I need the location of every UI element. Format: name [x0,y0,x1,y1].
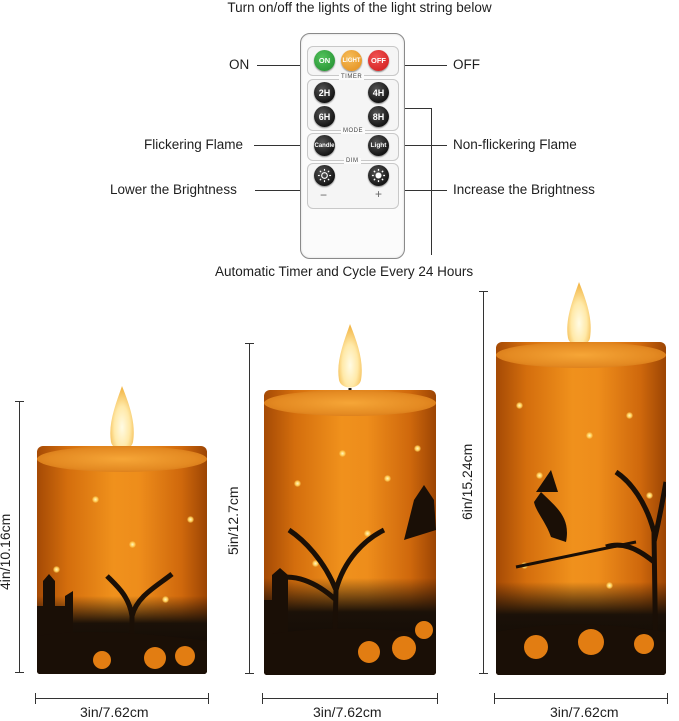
timer-2h-button[interactable]: 2H [314,82,335,103]
timer-4h-button[interactable]: 4H [368,82,389,103]
remote-control: ON LIGHT OFF TIMER 2H 4H 6H 8H MODE Cand… [300,33,405,259]
callout-lower-brightness: Lower the Brightness [110,182,237,197]
callout-on: ON [229,57,250,72]
candle1-width-line [35,698,209,699]
callout-increase-brightness: Increase the Brightness [453,182,595,197]
light-mode-button[interactable]: Light [368,135,389,156]
candle3-height-line [483,291,484,673]
candle3-width-line [494,698,668,699]
halloween-silhouette [264,485,436,675]
callout-lower-line [255,190,301,191]
sun-bright-icon [371,168,386,183]
callout-increase-line [403,190,447,191]
callout-off-line [403,65,447,66]
sun-dim-icon [317,168,332,183]
candle3-width-label: 3in/7.62cm [550,704,619,720]
callout-non-flickering: Non-flickering Flame [453,137,577,152]
candle2-width-label: 3in/7.62cm [313,704,382,720]
candle2-height-tick-bottom [245,673,254,674]
timer-bracket-vertical [431,108,432,255]
candle3-height-tick-top [479,291,488,292]
minus-sign: − [320,188,328,202]
candle1-width-tick-right [208,693,209,704]
callout-off: OFF [453,57,480,72]
candle3-height-label: 6in/15.24cm [459,443,475,520]
candle-mode-button[interactable]: Candle [314,135,335,156]
timer-label: TIMER [339,74,365,80]
candle2-width-line [262,698,438,699]
timer-8h-button[interactable]: 8H [368,106,389,127]
candle1-height-label: 4in/10.16cm [0,513,13,590]
halloween-silhouette [496,469,666,675]
candle2-width-tick-left [262,693,263,704]
dim-down-button[interactable] [314,165,335,186]
candle2-height-tick-top [245,343,254,344]
candle2-width-tick-right [437,693,438,704]
mode-label: MODE [341,128,365,134]
candle3-width-tick-right [667,693,668,704]
plus-sign: + [375,187,383,201]
candle1-height-tick-top [15,401,24,402]
timer-bracket-top [403,108,431,109]
callout-timer: Automatic Timer and Cycle Every 24 Hours [215,264,474,279]
candle3-height-tick-bottom [479,673,488,674]
header-title: Turn on/off the lights of the light stri… [227,0,492,15]
callout-flickering: Flickering Flame [144,137,244,152]
on-button[interactable]: ON [314,50,335,71]
dim-label: DIM [344,158,361,164]
candle2-height-label: 5in/12.7cm [225,486,241,555]
off-button[interactable]: OFF [368,50,389,71]
candle1-height-tick-bottom [15,672,24,673]
halloween-silhouette [37,572,207,674]
callout-non-flickering-line [403,145,447,146]
candle-large [496,342,666,675]
callout-on-line [257,65,301,66]
candle-small [37,446,207,674]
timer-6h-button[interactable]: 6H [314,106,335,127]
candle1-height-line [19,401,20,672]
candle-medium [264,390,436,675]
candle2-height-line [249,343,250,673]
dim-up-button[interactable] [368,165,389,186]
light-button[interactable]: LIGHT [341,50,362,71]
callout-flickering-line [254,145,301,146]
candle1-width-tick-left [35,693,36,704]
candle3-width-tick-left [494,693,495,704]
candle1-width-label: 3in/7.62cm [80,704,149,720]
